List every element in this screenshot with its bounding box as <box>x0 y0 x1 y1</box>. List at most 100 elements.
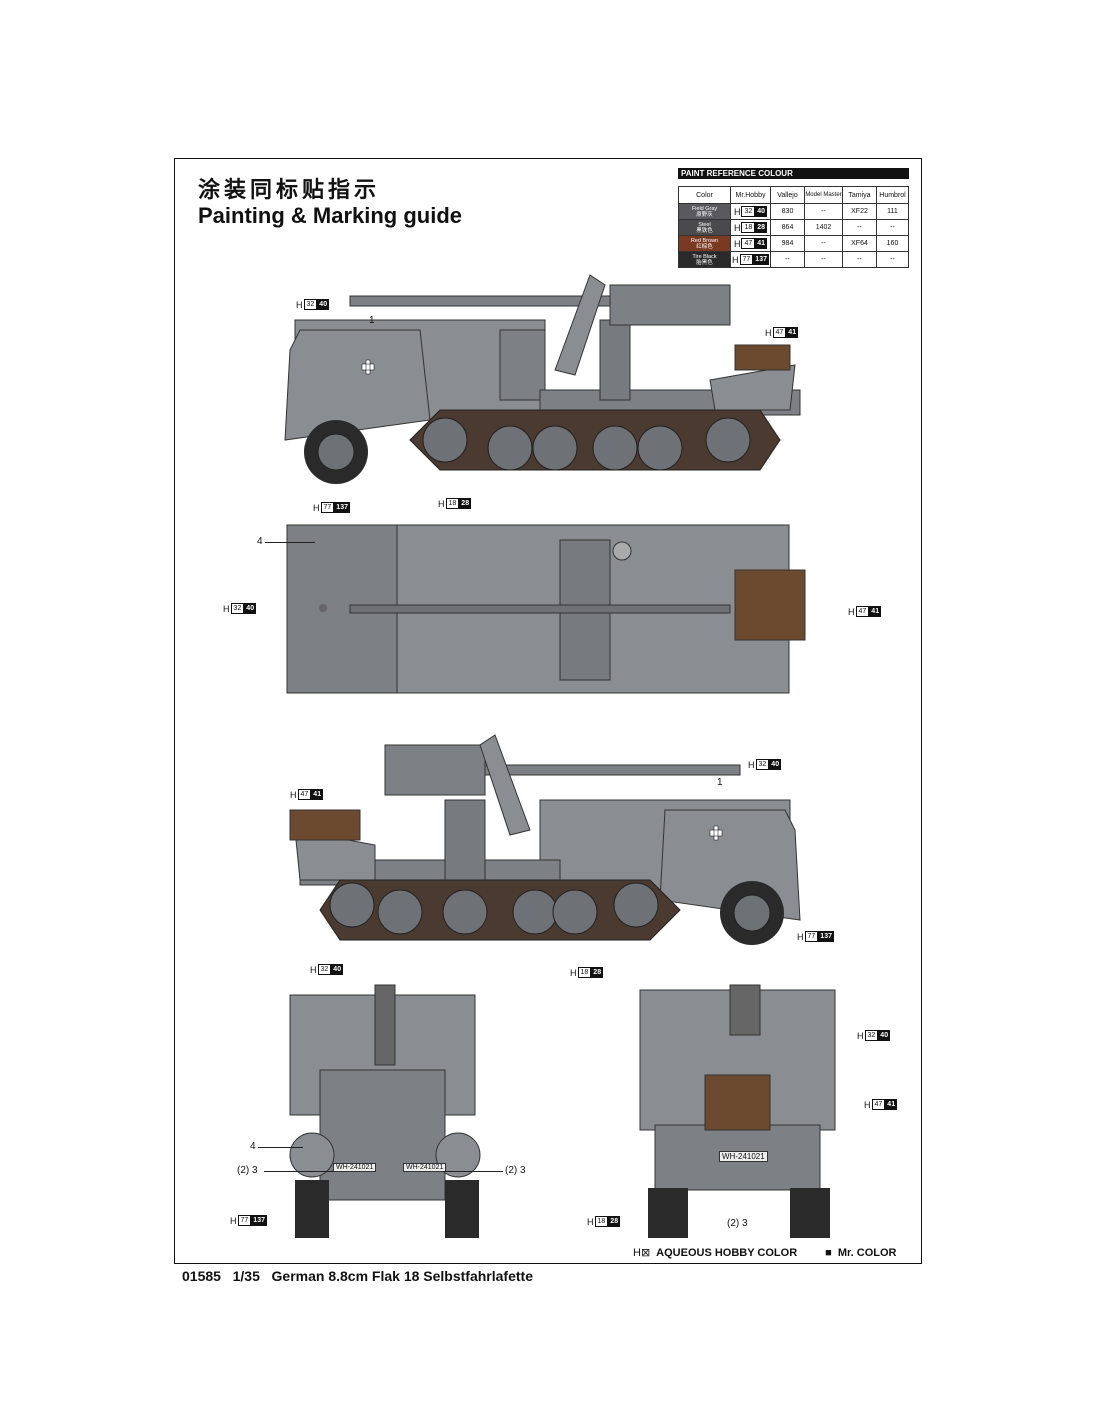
h-prefix: H <box>733 206 741 217</box>
title-english: Painting & Marking guide <box>198 203 463 228</box>
hobby-code-1: 47 <box>741 238 756 249</box>
hobby-code-2: 40 <box>755 206 768 217</box>
color-callout-field-gray: H 32 40 <box>296 299 330 310</box>
tamiya-code: -- <box>842 251 877 268</box>
h-prefix: H <box>290 789 297 800</box>
product-scale: 1/35 <box>232 1268 260 1284</box>
color-name-cn: 胎黑色 <box>696 259 713 266</box>
humbrol-code: -- <box>876 251 909 268</box>
hobby-code-1: 18 <box>741 222 756 233</box>
color-callout-tire-black: H 77 137 <box>230 1215 267 1226</box>
page-frame <box>174 158 922 1264</box>
color-callout-red-brown: H 47 41 <box>848 606 882 617</box>
paint-row: Steel 黑铁色 H 18 28 864 1402 -- -- <box>678 219 909 236</box>
h-prefix: H <box>296 299 303 310</box>
mrhobby-code: H 18 28 <box>730 219 771 236</box>
hobby-code-1: 47 <box>297 789 312 800</box>
h-prefix: H <box>857 1030 864 1041</box>
top-view <box>286 524 806 694</box>
marking-4-top: 4 <box>257 536 263 547</box>
color-callout-tire-black: H 77 137 <box>797 931 834 942</box>
marking-4-front: 4 <box>250 1141 256 1152</box>
h-prefix: H <box>223 603 230 614</box>
leader-4-front <box>258 1147 303 1148</box>
hobby-code-1: 32 <box>317 964 332 975</box>
hobby-code-2: 40 <box>878 1030 891 1041</box>
color-swatch: Steel 黑铁色 <box>678 219 731 236</box>
paint-table-heading: PAINT REFERENCE COLOUR <box>678 168 909 179</box>
mrhobby-code: H 77 137 <box>730 251 771 268</box>
color-swatch: Red Brown 红棕色 <box>678 235 731 252</box>
hobby-code-2: 137 <box>818 931 834 942</box>
mrhobby-code: H 32 40 <box>730 203 771 220</box>
paint-table-grid: Color Mr.Hobby Vallejo Model Master Tami… <box>678 186 909 268</box>
color-callout-red-brown: H 47 41 <box>290 789 324 800</box>
leader-3-left <box>264 1171 334 1172</box>
color-legend: H⊠ AQUEOUS HOBBY COLOR ■ Mr. COLOR <box>633 1246 913 1260</box>
color-swatch: Tire Black 胎黑色 <box>678 251 731 268</box>
color-callout-steel: H 18 28 <box>438 498 472 509</box>
hobby-code-1: 32 <box>755 759 770 770</box>
h-prefix: H <box>848 606 855 617</box>
h-prefix: H <box>732 254 739 265</box>
leader-4-top <box>265 542 315 543</box>
h-prefix: H <box>230 1215 237 1226</box>
hobby-code-2: 40 <box>769 759 782 770</box>
color-callout-field-gray: H 32 40 <box>857 1030 891 1041</box>
marking-3-right: (2) 3 <box>505 1165 526 1176</box>
mr-color-square-icon: ■ <box>825 1246 832 1259</box>
h-prefix: H <box>570 967 577 978</box>
marking-3-rear: (2) 3 <box>727 1218 748 1229</box>
hobby-code-1: 32 <box>741 206 756 217</box>
h-prefix: H <box>310 964 317 975</box>
aqueous-symbol: H⊠ <box>633 1247 651 1259</box>
hobby-code-1: 77 <box>804 931 819 942</box>
hobby-code-2: 41 <box>885 1099 898 1110</box>
hobby-code-2: 137 <box>334 502 350 513</box>
color-callout-steel: H 18 28 <box>570 967 604 978</box>
color-callout-tire-black: H 77 137 <box>313 502 350 513</box>
hobby-code-2: 28 <box>608 1216 621 1227</box>
hobby-code-1: 47 <box>871 1099 886 1110</box>
leader-3-right <box>443 1171 503 1172</box>
hobby-code-1: 18 <box>594 1216 609 1227</box>
color-callout-field-gray: H 32 40 <box>223 603 257 614</box>
hobby-code-1: 77 <box>237 1215 252 1226</box>
hobby-code-1: 77 <box>320 502 335 513</box>
hobby-code-2: 28 <box>755 222 768 233</box>
product-code: 01585 <box>182 1268 221 1284</box>
color-name-cn: 黑铁色 <box>696 227 713 234</box>
h-prefix: H <box>864 1099 871 1110</box>
color-callout-steel: H 18 28 <box>587 1216 621 1227</box>
color-callout-red-brown: H 47 41 <box>765 327 799 338</box>
hobby-code-1: 32 <box>230 603 245 614</box>
product-name: German 8.8cm Flak 18 Selbstfahrlafette <box>271 1268 533 1284</box>
hobby-code-2: 41 <box>311 789 324 800</box>
plate-front-right: WH-241021 <box>403 1163 447 1172</box>
hobby-code-2: 137 <box>753 254 769 265</box>
h-prefix: H <box>765 327 772 338</box>
hobby-code-2: 41 <box>755 238 768 249</box>
color-name-cn: 红棕色 <box>696 243 713 250</box>
paint-table-header-row: Color Mr.Hobby Vallejo Model Master Tami… <box>678 186 909 204</box>
h-prefix: H <box>313 502 320 513</box>
h-prefix: H <box>748 759 755 770</box>
h-prefix: H <box>733 238 741 249</box>
title-chinese: 涂装同标贴指示 <box>198 178 381 203</box>
product-title: 01585 1/35 German 8.8cm Flak 18 Selbstfa… <box>182 1268 533 1284</box>
color-name-en: Tire Black <box>692 253 717 260</box>
hobby-code-2: 40 <box>244 603 257 614</box>
color-callout-field-gray: H 32 40 <box>310 964 344 975</box>
hobby-code-1: 32 <box>864 1030 879 1041</box>
paint-row: Tire Black 胎黑色 H 77 137 -- -- -- -- <box>678 251 909 268</box>
hobby-code-2: 137 <box>251 1215 267 1226</box>
hobby-code-1: 18 <box>445 498 460 509</box>
hobby-code-2: 41 <box>869 606 882 617</box>
mr-color-label: Mr. COLOR <box>837 1246 897 1259</box>
color-callout-field-gray: H 32 40 <box>748 759 782 770</box>
rear-view <box>639 984 836 1238</box>
plate-rear: WH-241021 <box>719 1151 768 1162</box>
marking-1-side-left: 1 <box>369 315 375 326</box>
color-name-en: Field Gray <box>691 205 718 212</box>
aqueous-label: AQUEOUS HOBBY COLOR <box>656 1246 798 1259</box>
